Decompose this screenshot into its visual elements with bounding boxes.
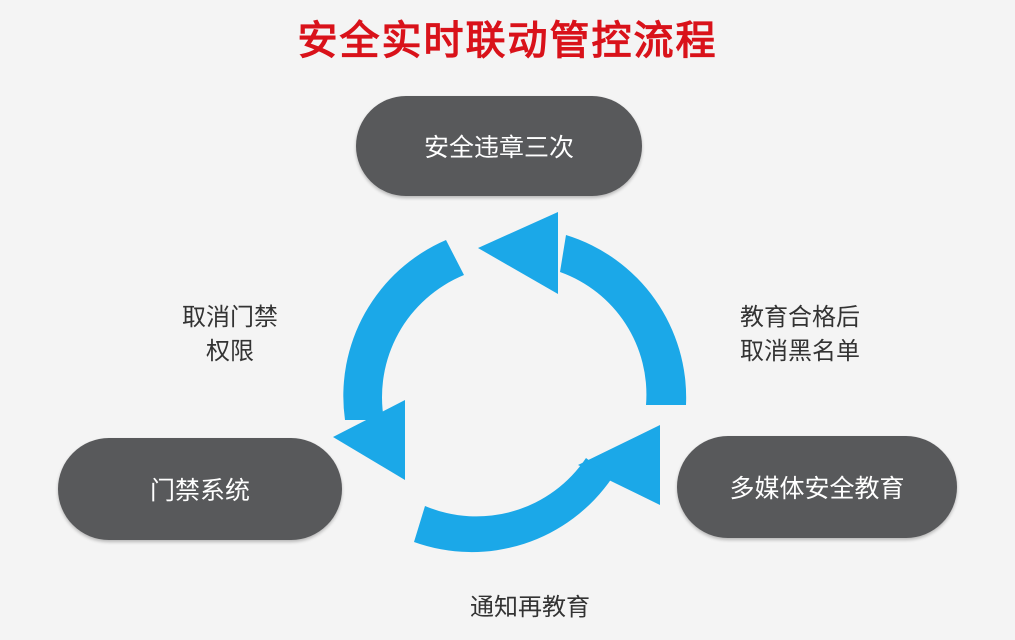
arrowhead-right bbox=[578, 425, 660, 505]
label-revoke-access-line1: 取消门禁 bbox=[182, 303, 278, 331]
label-remove-blacklist-line2: 取消黑名单 bbox=[740, 337, 860, 365]
label-remove-blacklist-line1: 教育合格后 bbox=[740, 303, 860, 331]
arc-left bbox=[343, 240, 464, 420]
node-safety-violation: 安全违章三次 bbox=[356, 96, 642, 196]
label-revoke-access-line2: 权限 bbox=[206, 337, 254, 365]
label-notify-reeducation: 通知再教育 bbox=[470, 593, 590, 621]
label-remove-blacklist: 教育合格后 取消黑名单 bbox=[715, 300, 885, 368]
node-access-control: 门禁系统 bbox=[58, 438, 342, 540]
arrowhead-top bbox=[478, 212, 558, 294]
node-multimedia-education: 多媒体安全教育 bbox=[677, 436, 957, 538]
arrowhead-bottom bbox=[333, 400, 405, 480]
arc-right bbox=[560, 235, 687, 405]
arc-bottom bbox=[414, 458, 612, 553]
diagram-title: 安全实时联动管控流程 bbox=[297, 18, 718, 64]
label-revoke-access: 取消门禁 权限 bbox=[150, 300, 310, 368]
